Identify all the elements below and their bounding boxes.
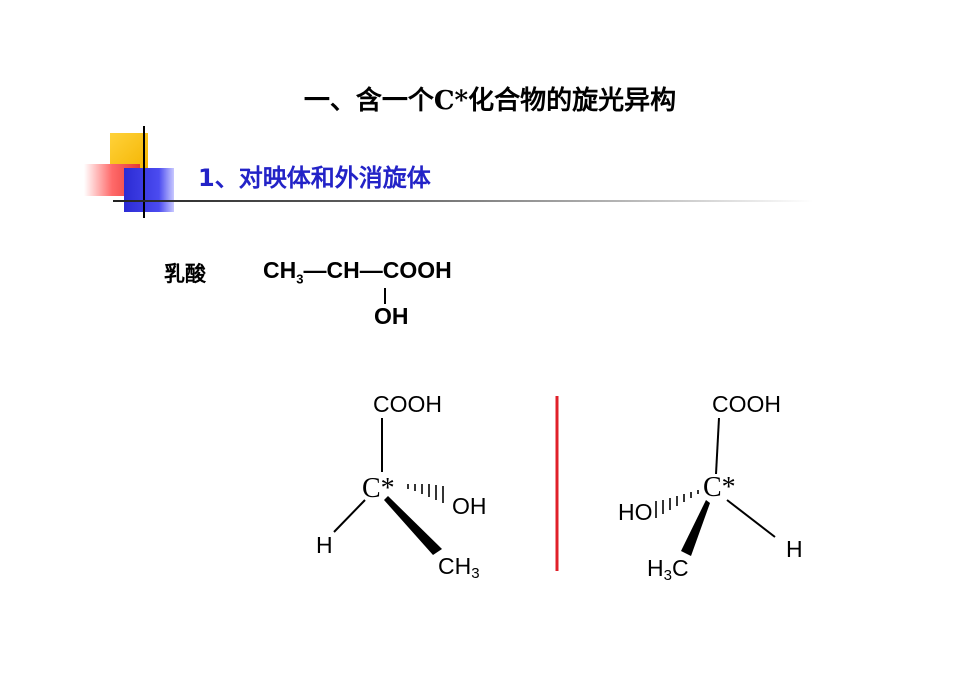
section-subtitle: 1、对映体和外消旋体 — [198, 164, 431, 192]
formula-ch3-sub: 3 — [296, 271, 304, 287]
compound-name: 乳酸 — [164, 262, 206, 286]
slide-title: 一、含一个C*化合物的旋光异构 — [0, 80, 980, 117]
decor-horizontal-rule — [113, 200, 813, 202]
right-h-label: H — [786, 536, 803, 562]
left-enantiomer: COOH C* OH H CH3 — [316, 391, 487, 582]
right-wedge-bond — [681, 500, 710, 556]
title-c-star: C* — [433, 86, 469, 116]
formula-bond-2: — — [359, 257, 383, 283]
decor-vertical-line — [143, 126, 145, 218]
left-ch3-label: CH3 — [438, 553, 480, 582]
right-cooh-label: COOH — [712, 391, 781, 417]
left-hashed-bond — [407, 484, 444, 503]
left-cooh-label: COOH — [373, 391, 442, 417]
lactic-acid-formula: CH3—CH—COOH — [263, 257, 452, 287]
title-suffix: 化合物的旋光异构 — [468, 86, 677, 116]
decor-blue-square — [124, 168, 174, 212]
formula-oh-bond — [384, 288, 386, 304]
right-h3c-label: H3C — [647, 555, 689, 584]
right-hashed-bond — [655, 490, 699, 518]
left-wedge-bond — [384, 496, 442, 555]
formula-bond-1: — — [303, 257, 327, 283]
formula-cooh: COOH — [382, 257, 452, 283]
title-prefix: 一、含一个 — [303, 86, 434, 116]
formula-ch3: CH — [263, 257, 297, 283]
formula-ch: CH — [326, 257, 360, 283]
right-ho-label: HO — [618, 499, 653, 525]
right-bond-cooh — [715, 417, 720, 475]
left-bond-h — [333, 499, 366, 533]
right-enantiomer: COOH C* HO H H3C — [618, 391, 803, 584]
left-oh-label: OH — [452, 493, 487, 519]
right-center-carbon: C* — [703, 472, 736, 503]
right-bond-h — [726, 499, 776, 538]
left-h-label: H — [316, 532, 333, 558]
formula-oh: OH — [374, 303, 409, 329]
